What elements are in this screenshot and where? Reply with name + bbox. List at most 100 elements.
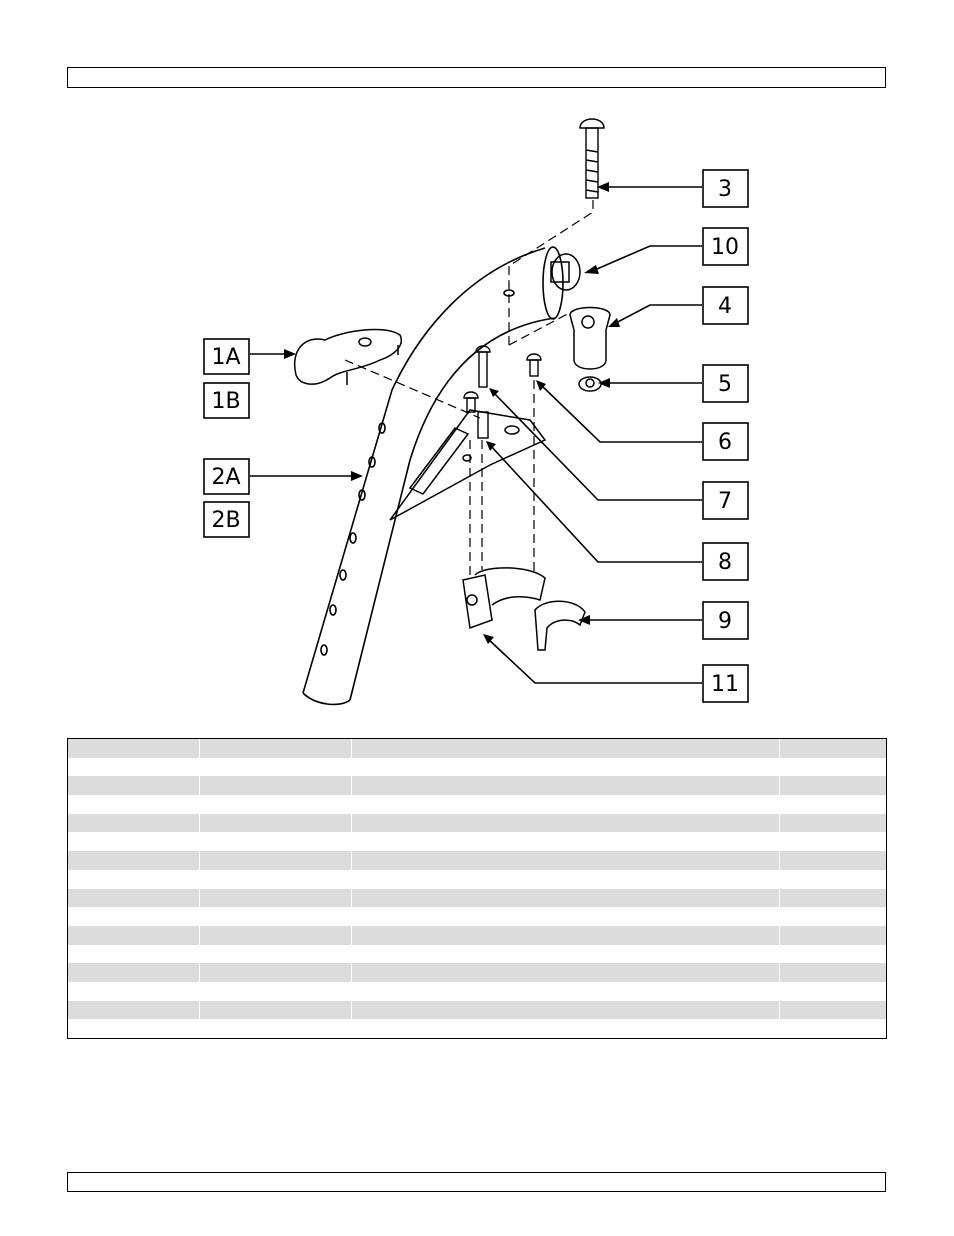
end-cap: [550, 253, 581, 291]
table-row: [68, 963, 886, 982]
table-cell: [778, 869, 886, 889]
table-cell: [198, 776, 351, 796]
table-cell: [778, 1019, 886, 1038]
table-cell: [778, 776, 886, 796]
table-cell: [350, 776, 779, 796]
table-cell: [350, 925, 779, 945]
table-row: [68, 1000, 886, 1020]
svg-text:9: 9: [718, 609, 732, 634]
table-cell: [350, 888, 779, 908]
table-cell: [350, 832, 779, 852]
table-cell: [198, 981, 351, 1001]
table-cell: [68, 851, 199, 870]
table-row: [68, 944, 886, 964]
table-cell: [68, 982, 199, 1001]
callout-9: 9: [702, 601, 749, 640]
callout-3: 3: [702, 169, 749, 208]
table-cell: [778, 1000, 886, 1020]
callout-5: 5: [702, 364, 749, 403]
callout-8: 8: [702, 542, 749, 581]
table-cell: [350, 869, 779, 889]
table-cell: [68, 1019, 199, 1038]
callout-10: 10: [702, 227, 749, 266]
table-cell: [350, 944, 779, 964]
arrowheads: [284, 182, 620, 644]
small-screws: [463, 345, 542, 439]
table-cell: [778, 795, 886, 814]
callout-11: 11: [702, 664, 749, 703]
table-row: [68, 832, 886, 852]
table-cell: [198, 813, 351, 833]
svg-text:1A: 1A: [211, 345, 240, 370]
table-row: [68, 776, 886, 796]
table-row: [68, 888, 886, 908]
svg-text:10: 10: [711, 235, 739, 260]
svg-text:1B: 1B: [211, 389, 240, 414]
table-cell: [350, 907, 779, 926]
table-cell: [778, 888, 886, 908]
table-row: [68, 981, 886, 1001]
table-cell: [68, 776, 199, 796]
table-row: [68, 907, 886, 926]
table-cell: [778, 963, 886, 982]
table-cell: [778, 981, 886, 1001]
table-cell: [778, 757, 886, 777]
table-cell: [778, 925, 886, 945]
table-row: [68, 739, 886, 758]
table-cell: [198, 907, 351, 926]
table-cell: [350, 851, 779, 870]
table-cell: [778, 907, 886, 926]
svg-text:2B: 2B: [211, 508, 240, 533]
table-cell: [68, 888, 199, 908]
svg-text:8: 8: [718, 550, 732, 575]
table-cell: [198, 832, 351, 852]
table-cell: [198, 944, 351, 964]
table-row: [68, 851, 886, 870]
table-cell: [350, 813, 779, 833]
long-screw: [579, 118, 605, 199]
table-cell: [778, 813, 886, 833]
table-cell: [68, 758, 199, 777]
table-cell: [778, 944, 886, 964]
frame-tube: [302, 246, 564, 706]
table-cell: [198, 963, 351, 982]
table-cell: [350, 981, 779, 1001]
table-cell: [350, 739, 779, 758]
table-cell: [350, 757, 779, 777]
table-row: [68, 757, 886, 777]
table-cell: [198, 739, 351, 758]
armrest-pad: [294, 328, 402, 385]
table-cell: [350, 1019, 779, 1038]
table-cell: [198, 1019, 351, 1038]
callout-6: 6: [702, 422, 749, 461]
table-cell: [350, 963, 779, 982]
table-cell: [778, 739, 886, 758]
svg-text:2A: 2A: [211, 465, 240, 490]
table-cell: [68, 907, 199, 926]
leader-arrows: [250, 186, 702, 684]
table-cell: [198, 795, 351, 814]
svg-text:11: 11: [711, 672, 739, 697]
svg-text:3: 3: [718, 177, 732, 202]
svg-text:7: 7: [718, 489, 732, 514]
callout-1B: 1B: [203, 382, 250, 419]
callout-1A: 1A: [203, 338, 250, 375]
table-cell: [198, 851, 351, 870]
table-row: [68, 925, 886, 945]
table-row: [68, 813, 886, 833]
table-row: [68, 1019, 886, 1038]
svg-text:5: 5: [718, 372, 732, 397]
table-cell: [68, 870, 199, 889]
table-cell: [778, 832, 886, 852]
table-cell: [68, 925, 199, 945]
table-cell: [778, 851, 886, 870]
header-box: [67, 67, 886, 88]
table-cell: [198, 925, 351, 945]
table-cell: [350, 1000, 779, 1020]
assembly-lines: [344, 200, 594, 580]
table-cell: [198, 1000, 351, 1020]
clamp-and-nut: [569, 306, 611, 392]
table-cell: [198, 888, 351, 908]
clamp-assembly: [462, 567, 586, 651]
table-cell: [350, 795, 779, 814]
